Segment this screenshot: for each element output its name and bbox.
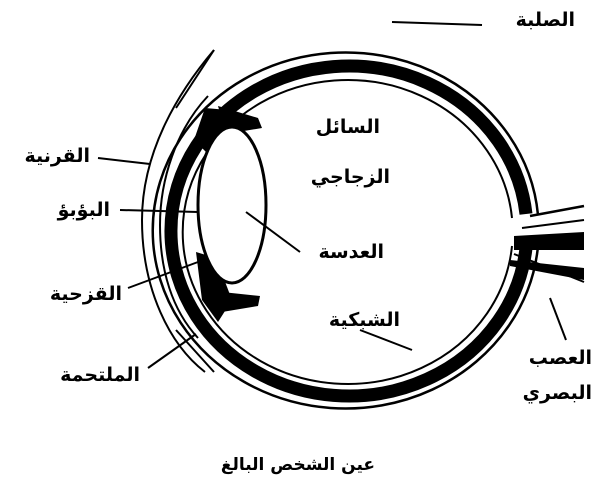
label-optic-nerve-line1: العصب [529, 347, 592, 369]
label-sclera: الصلبة [516, 9, 575, 31]
label-iris: القزحية [50, 283, 122, 305]
optic-nerve-upper-line-2 [522, 220, 584, 228]
label-vitreous-line2: الزجاجي [311, 166, 390, 188]
label-cornea: القرنية [24, 145, 90, 167]
conjunctiva-upper-fold [176, 50, 214, 108]
leader-sclera [392, 22, 482, 25]
lens [198, 127, 266, 283]
label-conjunctiva: الملتحمة [60, 364, 140, 386]
leader-conjunctiva [148, 334, 196, 368]
leader-retina [360, 330, 412, 350]
optic-nerve-band [514, 232, 584, 250]
label-optic-nerve-line2: البصري [523, 382, 592, 405]
leader-pupil [120, 210, 198, 212]
label-retina: الشبكية [329, 309, 400, 331]
label-vitreous-line1: السائل [316, 116, 380, 138]
label-lens: العدسة [318, 241, 384, 263]
leader-cornea [98, 158, 150, 164]
diagram-caption: عين الشخص البالغ [221, 455, 375, 475]
label-pupil: البؤبؤ [57, 199, 110, 221]
leader-optic-nerve [550, 298, 566, 340]
ciliary-lower [222, 292, 260, 312]
